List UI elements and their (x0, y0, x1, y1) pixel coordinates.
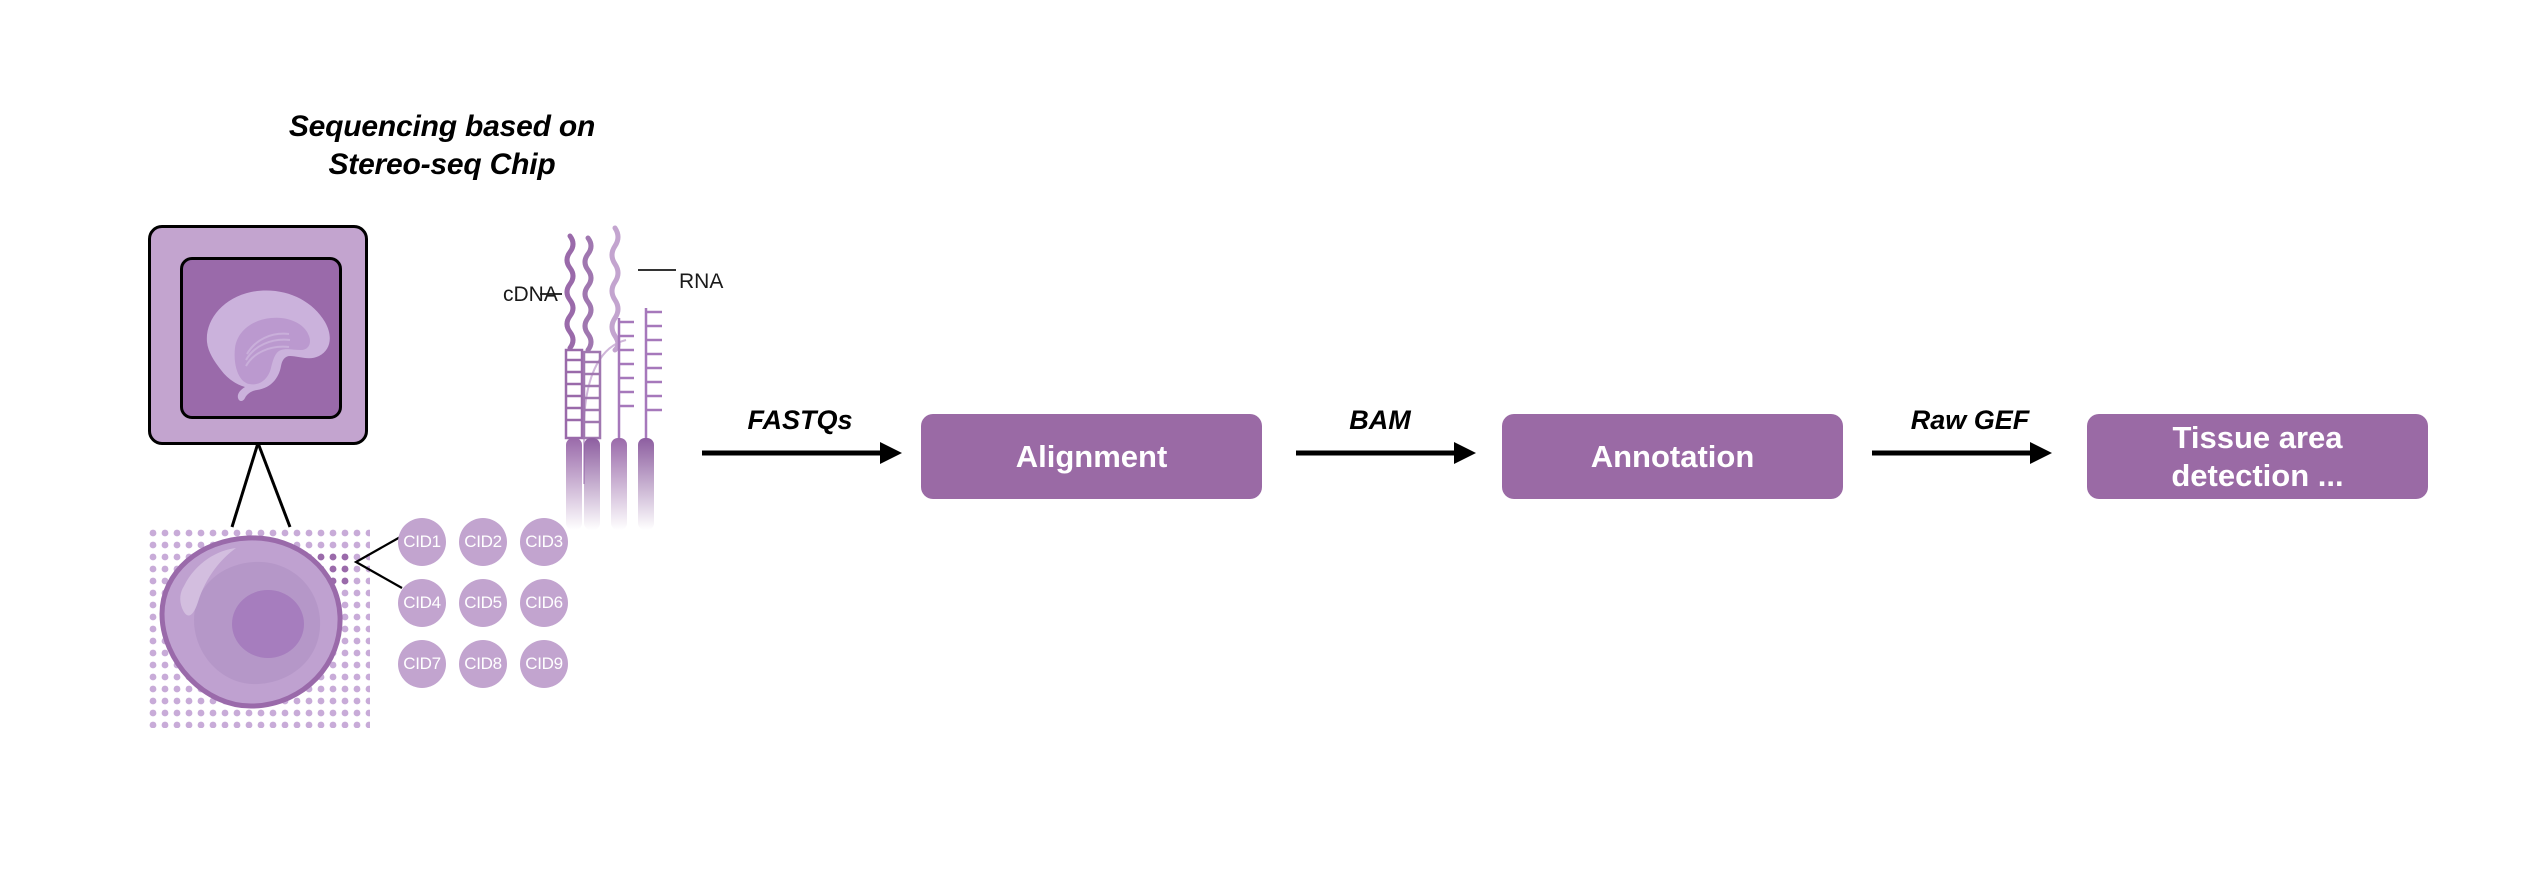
section-title-line-2: Stereo-seq Chip (328, 147, 556, 181)
cid-item-5[interactable]: CID5 (459, 579, 507, 627)
chip-capture-area (180, 257, 342, 419)
pipeline-step-tissue-line-1: Tissue area (2172, 420, 2343, 456)
cid-item-8[interactable]: CID8 (459, 640, 507, 688)
rna-label: RNA (679, 270, 724, 293)
pipeline-step-alignment[interactable]: Alignment (921, 414, 1262, 499)
cdna-rna-strands-illustration (540, 225, 676, 530)
cell-illustration (159, 535, 343, 709)
cid-item-4[interactable]: CID4 (398, 579, 446, 627)
arrow-to-annotation (1296, 442, 1476, 464)
cid-list: CID1 CID2 CID3 CID4 CID5 CID6 CID7 CID8 … (398, 518, 568, 692)
pipeline-step-annotation[interactable]: Annotation (1502, 414, 1843, 499)
cid-item-1[interactable]: CID1 (398, 518, 446, 566)
arrow-to-tissue-area-detection (1872, 442, 2052, 464)
cid-pointer-line (353, 535, 403, 589)
pipeline-step-tissue-area-detection[interactable]: Tissue area detection ... (2087, 414, 2428, 499)
magnification-indicator (230, 443, 292, 528)
brain-tissue-icon (206, 290, 330, 401)
stereo-seq-chip (148, 225, 368, 445)
cid-item-2[interactable]: CID2 (459, 518, 507, 566)
section-title: Sequencing based on Stereo-seq Chip (272, 108, 612, 184)
pipeline-step-tissue-line-2: detection ... (2171, 457, 2344, 493)
pipeline-step-annotation-label: Annotation (1590, 438, 1755, 474)
cid-item-6[interactable]: CID6 (520, 579, 568, 627)
cid-item-3[interactable]: CID3 (520, 518, 568, 566)
cid-item-9[interactable]: CID9 (520, 640, 568, 688)
strand-rna-2 (638, 308, 662, 530)
strand-rna-1 (609, 225, 634, 530)
cdna-label: cDNA (503, 283, 558, 306)
cid-item-7[interactable]: CID7 (398, 640, 446, 688)
arrow-to-alignment (702, 442, 902, 464)
arrow-label-raw-gef: Raw GEF (1910, 405, 2030, 435)
arrow-label-fastqs: FASTQs (747, 405, 853, 435)
section-title-line-1: Sequencing based on (288, 110, 596, 143)
pipeline-step-alignment-label: Alignment (1015, 438, 1168, 474)
pipeline-step-tissue-label: Tissue area detection ... (2171, 419, 2343, 493)
strand-cdna-2 (582, 235, 602, 530)
strand-cdna-1 (564, 233, 584, 530)
arrow-label-bam: BAM (1349, 405, 1411, 435)
